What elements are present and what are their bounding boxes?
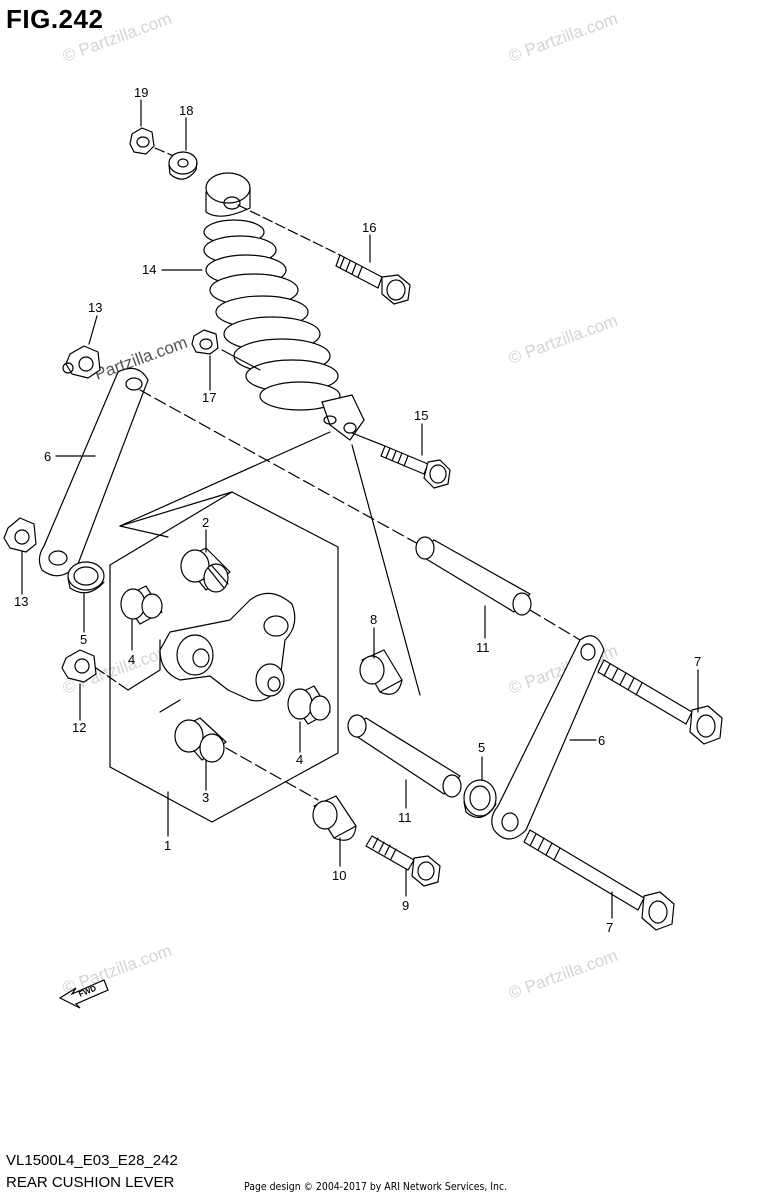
callout-19[interactable]: 19	[134, 85, 148, 100]
bush-8-drawing	[359, 649, 403, 695]
shock-absorber-drawing	[203, 172, 365, 441]
bolt-7-bottom-drawing	[523, 829, 675, 931]
bolt-9-drawing	[365, 835, 441, 887]
callout-13[interactable]: 13	[88, 300, 102, 315]
callout-7[interactable]: 7	[694, 654, 701, 669]
callout-4[interactable]: 4	[296, 752, 303, 767]
collar-5-left-drawing	[67, 561, 105, 594]
callout-6[interactable]: 6	[598, 733, 605, 748]
cushion-lever-drawing	[159, 592, 296, 702]
bearing-4-left-drawing	[120, 585, 163, 625]
callout-18[interactable]: 18	[179, 103, 193, 118]
assembly-marker	[119, 491, 233, 527]
callout-7[interactable]: 7	[606, 920, 613, 935]
fwd-arrow-icon: FWD	[58, 979, 109, 1009]
model-code: VL1500L4_E03_E28_242	[6, 1152, 178, 1169]
callout-17[interactable]: 17	[202, 390, 216, 405]
link-6-left-drawing	[38, 367, 149, 577]
callout-14[interactable]: 14	[142, 262, 156, 277]
figure-title: FIG.242	[6, 4, 104, 34]
bearing-4-right-drawing	[287, 685, 331, 725]
bolt-16-drawing	[335, 254, 411, 305]
callout-11[interactable]: 11	[398, 810, 412, 825]
callout-5[interactable]: 5	[80, 632, 87, 647]
bearing-2-drawing	[180, 547, 231, 593]
nut-12-drawing	[61, 649, 97, 683]
callout-11[interactable]: 11	[476, 640, 490, 655]
bolt-15-drawing	[380, 445, 451, 489]
spacer-11-top-drawing	[415, 536, 532, 616]
callout-3[interactable]: 3	[202, 790, 209, 805]
nut-13-bottom-drawing	[3, 517, 37, 553]
callout-12[interactable]: 12	[72, 720, 86, 735]
callout-13[interactable]: 13	[14, 594, 28, 609]
callout-5[interactable]: 5	[478, 740, 485, 755]
collar-5-right-drawing	[463, 779, 497, 819]
washer-18-drawing	[168, 151, 198, 180]
link-6-right-drawing	[491, 635, 605, 840]
callout-10[interactable]: 10	[332, 868, 346, 883]
nut-17-drawing	[191, 329, 219, 355]
callout-8[interactable]: 8	[370, 612, 377, 627]
callout-1[interactable]: 1	[164, 838, 171, 853]
bearing-3-drawing	[174, 717, 227, 763]
bush-10-drawing	[312, 795, 357, 841]
callout-9[interactable]: 9	[402, 898, 409, 913]
copyright-text: Page design © 2004-2017 by ARI Network S…	[244, 1180, 508, 1193]
callout-16[interactable]: 16	[362, 220, 376, 235]
spacer-11-bottom-drawing	[347, 714, 462, 798]
section-name: REAR CUSHION LEVER	[6, 1174, 175, 1191]
callout-4[interactable]: 4	[128, 652, 135, 667]
bolt-7-top-drawing	[597, 659, 723, 745]
callout-2[interactable]: 2	[202, 515, 209, 530]
nut-19-drawing	[129, 127, 155, 155]
nut-13-top-drawing	[62, 345, 101, 379]
callout-15[interactable]: 15	[414, 408, 428, 423]
callout-6[interactable]: 6	[44, 449, 51, 464]
